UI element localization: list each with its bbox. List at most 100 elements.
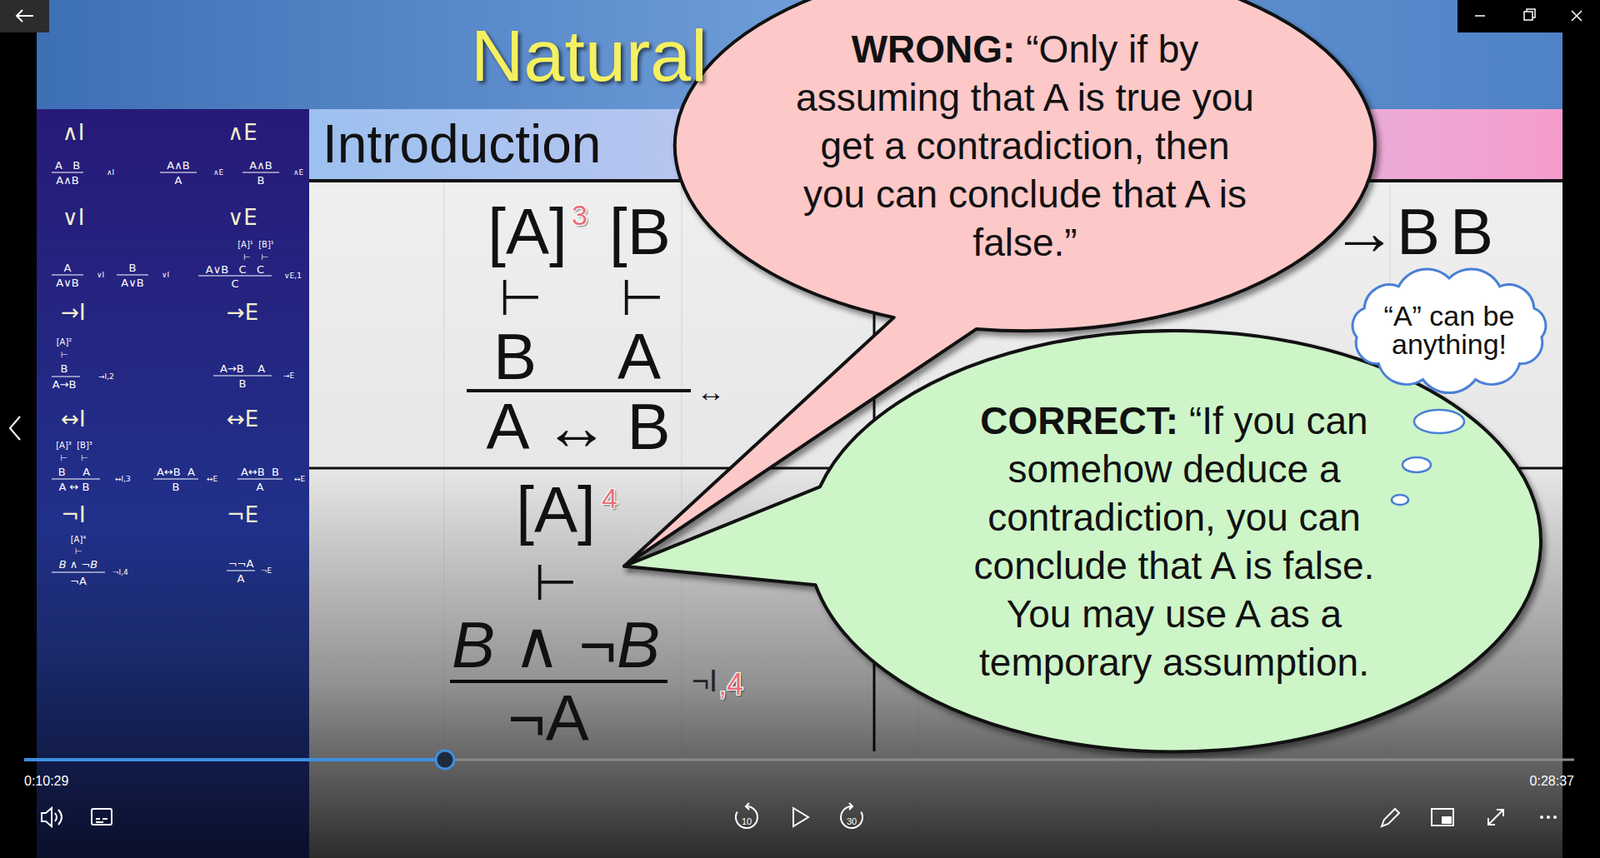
rewind-icon: [735, 803, 758, 829]
cloud-text-box: “A” can be anything!: [1374, 301, 1525, 359]
cloud-shape: [1352, 269, 1546, 394]
progress-thumb: [435, 750, 455, 770]
rule-formula: A: [64, 262, 72, 274]
inference-line: [450, 680, 668, 684]
inference-line: [466, 389, 691, 393]
subtitles-icon: [91, 809, 112, 825]
header-text: Introduction: [322, 109, 601, 180]
progress-track: [445, 759, 1575, 762]
rules-panel: ∧I∧EA BA∧B∧IA∧BA∧EA∧BB∧E∨I∨EAA∨B∨IBA∨B∨I…: [36, 109, 310, 858]
rule-tag: ∧E: [213, 169, 224, 177]
assumption-number: 3: [571, 200, 588, 230]
rule-formula: A∧B: [55, 175, 79, 186]
rule-assumption: [A]²: [56, 338, 73, 347]
formula: A: [617, 324, 661, 390]
verdict-heading: WRONG:: [851, 27, 1016, 71]
progress-played: [24, 758, 445, 762]
total-time: 0:28:37: [1530, 775, 1575, 789]
back-arrow: [16, 10, 34, 22]
rule-tag: ¬E: [260, 567, 272, 575]
formula: B ∧ ¬B: [451, 612, 660, 678]
rule-name: →E: [226, 301, 259, 324]
formula: B: [493, 324, 537, 390]
rule-formula: ¬¬A: [228, 558, 255, 570]
rule-assumption: [A]³ [B]³: [55, 441, 93, 450]
close-icon: [1571, 10, 1582, 21]
forward-icon: [840, 803, 863, 829]
rule-name: ∨I: [62, 206, 85, 229]
window-controls: [1457, 0, 1600, 33]
skip-seconds: 10: [741, 817, 752, 827]
rule-formula: A→B: [52, 379, 77, 390]
rule-formula: A∨B C C: [205, 264, 265, 275]
rule-assumption: [A]⁴: [70, 535, 87, 545]
volume-icon: [55, 810, 62, 825]
rule-assumption: [A]¹ [B]¹: [237, 240, 275, 250]
miniview-icon: [1431, 809, 1454, 826]
rule-tag: ∨I: [96, 271, 105, 280]
rule-tag: ↔: [696, 377, 725, 406]
fullscreen-icon: [1488, 810, 1504, 825]
rule-name: ∧E: [227, 121, 257, 144]
rule-formula: B: [129, 262, 137, 274]
rule-tag: ∧E: [293, 169, 304, 177]
rule-assumption: ⊢: [60, 350, 69, 360]
rule-formula: A↔B B: [240, 466, 280, 478]
formula: ⊢: [499, 273, 543, 324]
rule-formula: A∨B: [55, 277, 79, 289]
rule-formula: A ↔ B: [59, 481, 90, 493]
formula: B: [1450, 199, 1494, 265]
rule-formula: A: [237, 573, 245, 585]
cloud-text: “A” can be anything!: [1384, 300, 1515, 360]
volume-icon: [41, 808, 52, 827]
bubble-text: CORRECT:“If you can somehow deduce a con…: [940, 396, 1408, 687]
slide-title: Natural: [470, 19, 708, 93]
restore-icon: [1526, 9, 1535, 18]
back-button: [0, 0, 50, 33]
rule-formula: A∨B: [120, 277, 144, 289]
bubble-text: WRONG:“Only if by assuming that A is tru…: [791, 25, 1259, 267]
rule-formula: C: [230, 278, 239, 290]
assumption-number: 4: [601, 484, 618, 513]
rule-formula: B: [60, 363, 69, 375]
formula: [A]: [515, 477, 595, 543]
minimize-icon: [1475, 15, 1485, 17]
previous-chevron: [10, 416, 20, 440]
rule-formula: A B: [55, 160, 80, 171]
play-icon: [793, 808, 809, 827]
miniview-icon: [1441, 816, 1452, 825]
rule-formula: A↔B A: [156, 466, 195, 478]
rule-tag: ∧I: [106, 169, 115, 177]
rule-formula: B: [172, 481, 180, 493]
formula: →B: [1331, 199, 1440, 265]
formula: [B: [609, 199, 671, 265]
restore-icon: [1524, 11, 1533, 20]
rule-name: ∨E: [227, 206, 257, 229]
rule-assumption: ⊢: [75, 547, 83, 556]
elapsed-time: 0:10:29: [24, 775, 69, 789]
rule-tag: ¬I: [691, 666, 718, 697]
rule-formula: B: [239, 378, 247, 390]
rule-tag: ↔I,3: [115, 475, 131, 484]
formula: ⊢: [534, 558, 578, 609]
rule-tag: ¬I,4: [112, 569, 129, 577]
formula: A ↔ B: [485, 394, 670, 460]
rule-formula: A∧B: [249, 160, 272, 171]
rule-formula: B A: [58, 466, 90, 478]
rule-assumption: ⊢ ⊢: [60, 454, 88, 463]
rule-tag: →E: [283, 372, 295, 380]
rule-tag: ↔E: [206, 475, 218, 484]
wrong-bubble: WRONG:“Only if by assuming that A is tru…: [670, 0, 1380, 337]
formula: ¬A: [507, 685, 590, 751]
rule-tag: ∨I: [161, 271, 170, 280]
rule-formula: A→B A: [220, 363, 265, 375]
thought-cloud: “A” can be anything!: [1336, 263, 1562, 397]
rule-formula: ¬A: [70, 575, 87, 587]
more-icon: [1540, 815, 1557, 820]
verdict-heading: CORRECT:: [980, 399, 1179, 443]
rule-name: ¬E: [226, 504, 259, 526]
skip-seconds: 30: [846, 817, 857, 827]
rule-name: ↔I: [60, 408, 85, 430]
rule-formula: A∧B: [166, 160, 190, 171]
